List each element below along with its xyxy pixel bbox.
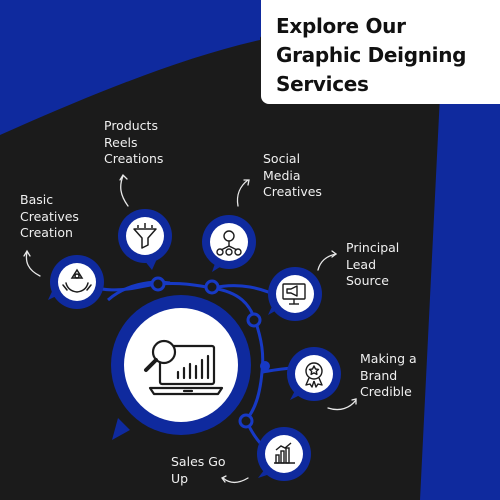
service-bubble-lead [268, 267, 322, 321]
label-basic-creatives: Basic Creatives Creation [20, 192, 79, 240]
money-network-icon [216, 230, 242, 256]
label-sales-go-up: Sales Go Up [171, 454, 226, 486]
arrow-basic [25, 251, 41, 277]
label-products-reels: Products Reels Creations [104, 118, 164, 166]
connector-arc [69, 276, 265, 422]
service-bubble-basic [48, 255, 104, 309]
bar-chart-icon [274, 442, 295, 464]
connector-node [150, 276, 262, 429]
label-social-media: Social Media Creatives [263, 151, 322, 199]
center-bubble [111, 295, 251, 440]
service-bubble-brand [287, 347, 341, 401]
title-card: Explore Our Graphic Deigning Services [261, 0, 500, 104]
award-badge-icon [305, 362, 323, 388]
service-bubble-products [118, 209, 172, 270]
arrow-products [120, 175, 129, 207]
label-principal-lead: Principal Lead Source [346, 240, 400, 288]
megaphone-screen-icon [282, 283, 306, 305]
arrow-lead [317, 253, 337, 271]
title-line-3: Services [276, 72, 369, 96]
label-making-brand: Making a Brand Credible [360, 351, 417, 399]
laptop-analytics-icon [144, 339, 224, 396]
hands-idea-icon [62, 268, 92, 293]
title-line-2: Graphic Deigning [276, 43, 467, 67]
arrow-brand [327, 399, 357, 411]
arrow-indicators [23, 173, 357, 484]
title-line-1: Explore Our [276, 14, 406, 38]
funnel-icon [133, 223, 157, 249]
arrow-sales [222, 477, 249, 484]
arrow-social [236, 179, 249, 207]
